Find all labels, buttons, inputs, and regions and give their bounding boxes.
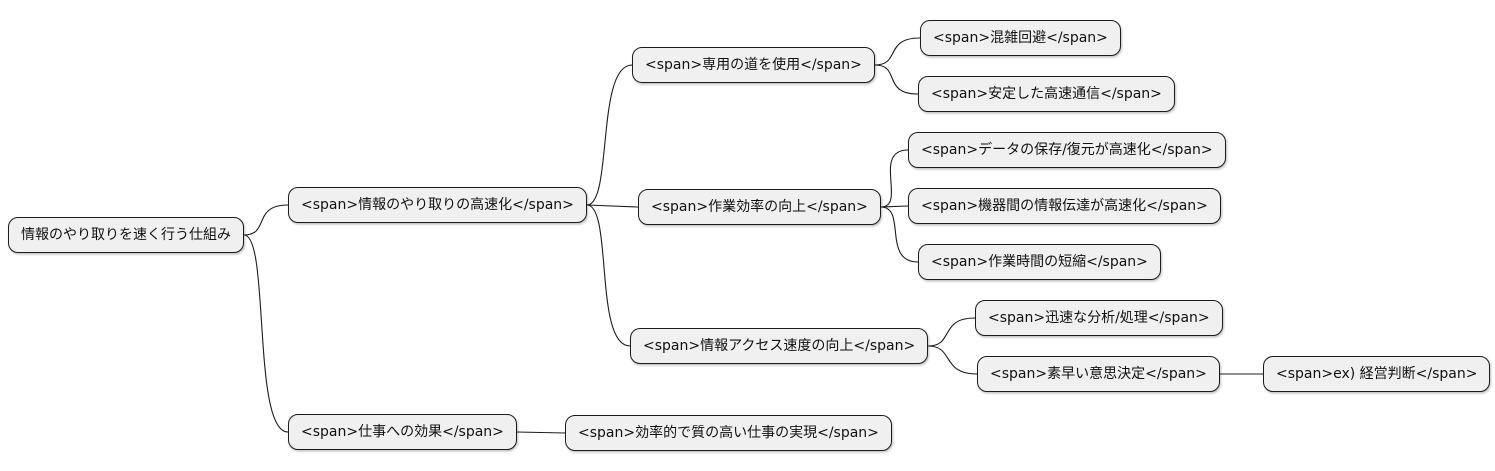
- edge-work-efficiency-device-comm: [880, 205, 909, 208]
- edge-root-work-effect: [243, 234, 289, 433]
- edge-speedup-dedicated-road: [586, 64, 633, 206]
- node-stable-comm: <span>安定した高速通信</span>: [918, 76, 1175, 112]
- edge-dedicated-road-congestion: [874, 37, 921, 66]
- node-root: 情報のやり取りを速く行う仕組み: [8, 217, 244, 253]
- node-data-save: <span>データの保存/復元が高速化</span>: [908, 132, 1226, 168]
- edge-work-efficiency-time-reduction: [880, 206, 919, 263]
- node-congestion: <span>混雑回避</span>: [920, 20, 1121, 56]
- node-speedup: <span>情報のやり取りの高速化</span>: [288, 187, 587, 223]
- node-decision: <span>素早い意思決定</span>: [977, 356, 1220, 392]
- node-info-access: <span>情報アクセス速度の向上</span>: [630, 328, 929, 364]
- edge-work-effect-quality-work: [516, 431, 566, 434]
- node-device-comm: <span>機器間の情報伝達が高速化</span>: [908, 188, 1221, 224]
- node-quality-work: <span>効率的で質の高い仕事の実現</span>: [565, 415, 892, 451]
- node-work-effect: <span>仕事への効果</span>: [288, 414, 517, 450]
- node-analysis: <span>迅速な分析/処理</span>: [975, 300, 1223, 336]
- node-work-efficiency: <span>作業効率の向上</span>: [638, 189, 881, 225]
- node-time-reduction: <span>作業時間の短縮</span>: [918, 244, 1161, 280]
- edge-work-efficiency-data-save: [880, 149, 909, 208]
- edge-speedup-work-efficiency: [586, 204, 639, 208]
- node-dedicated-road: <span>専用の道を使用</span>: [632, 47, 875, 83]
- edge-info-access-decision: [928, 345, 978, 375]
- node-example: <span>ex) 経営判断</span>: [1263, 356, 1491, 392]
- edge-root-speedup: [243, 204, 289, 236]
- edge-speedup-info-access: [586, 204, 631, 347]
- edge-info-access-analysis: [928, 317, 976, 347]
- edge-dedicated-road-stable-comm: [874, 64, 919, 95]
